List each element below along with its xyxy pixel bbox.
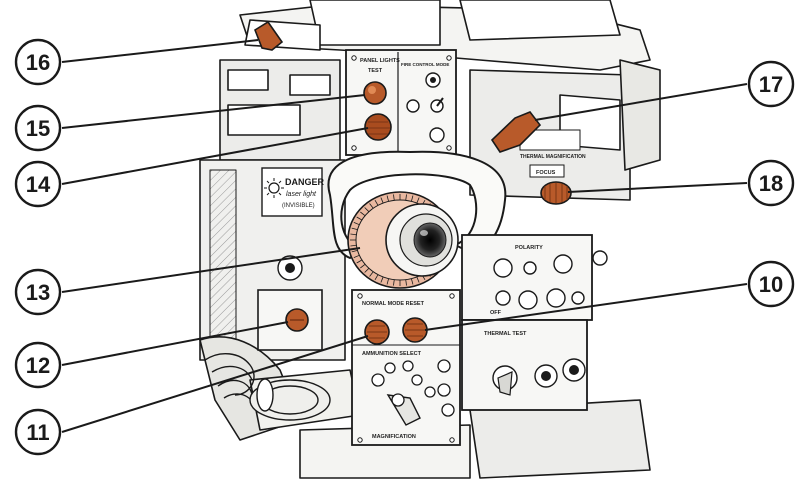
- background-machinery: [199, 0, 661, 479]
- ring-tick: [364, 268, 370, 273]
- panel-lights-panel: PANEL LIGHTS TEST FIRE CONTROL MODE: [345, 49, 457, 156]
- control-14-knob[interactable]: [364, 113, 392, 141]
- callout-14: 14: [14, 160, 62, 208]
- control-16-lever[interactable]: [254, 20, 284, 51]
- polarity-label: POLARITY: [515, 245, 543, 251]
- callout-17-label: 17: [759, 72, 783, 97]
- ring-tick: [411, 278, 414, 285]
- callout-13-label: 13: [26, 280, 50, 305]
- ring-tick: [386, 195, 389, 202]
- ring-tick: [380, 276, 384, 283]
- sight-eyepiece: [347, 191, 459, 289]
- danger-title: DANGER: [285, 177, 325, 187]
- ring-tick: [356, 216, 363, 221]
- fire-control-label: FIRE CONTROL MODE: [401, 62, 449, 67]
- magnification-label: MAGNIFICATION: [372, 434, 416, 440]
- panel-lights-label: PANEL LIGHTS: [360, 58, 400, 64]
- ring-tick: [360, 264, 366, 269]
- ring-tick: [350, 233, 357, 236]
- ring-tick: [393, 194, 395, 201]
- danger-line2: (INVISIBLE): [282, 203, 315, 209]
- danger-laser-label: DANGER laser light (INVISIBLE): [261, 167, 325, 217]
- ring-tick: [393, 279, 395, 286]
- callout-18: 18: [747, 159, 795, 207]
- ring-tick: [351, 227, 358, 231]
- off-label: OFF: [490, 310, 502, 316]
- callout-12: 12: [14, 341, 62, 389]
- ring-tick: [416, 197, 420, 204]
- callout-16: 16: [14, 38, 62, 86]
- callout-13: 13: [14, 268, 62, 316]
- callout-11: 11: [14, 408, 62, 456]
- thermal-control-panel: POLARITY THERMAL TEST OFF: [461, 234, 608, 411]
- thermal-magnification-label: THERMAL MAGNIFICATION: [520, 154, 586, 160]
- callout-15: 15: [14, 104, 62, 152]
- ring-tick: [411, 195, 414, 202]
- ring-tick: [360, 211, 366, 216]
- ring-tick: [350, 244, 357, 247]
- callout-15-label: 15: [26, 116, 50, 141]
- ring-tick: [364, 207, 370, 212]
- coiled-cable: [204, 353, 331, 421]
- thermal-test-label: THERMAL TEST: [484, 331, 527, 337]
- ring-tick: [356, 259, 363, 264]
- ring-tick: [405, 279, 407, 286]
- ring-tick: [374, 199, 379, 206]
- ring-tick: [369, 203, 374, 209]
- callout-17: 17: [747, 60, 795, 108]
- callout-18-label: 18: [759, 171, 783, 196]
- ring-tick: [369, 271, 374, 277]
- callout-11-label: 11: [26, 420, 49, 445]
- ring-tick: [405, 194, 407, 201]
- leader-lines: [61, 39, 748, 433]
- ring-tick: [386, 278, 389, 285]
- main-control-panel: NORMAL MODE RESET AMMUNITION SELECT MAGN…: [351, 289, 461, 446]
- ammunition-select-label: AMMUNITION SELECT: [362, 351, 422, 357]
- ring-tick: [380, 197, 384, 204]
- ring-tick: [353, 222, 360, 226]
- control-17-lever[interactable]: [490, 111, 542, 153]
- control-15-knob[interactable]: [363, 81, 387, 105]
- callout-10: 10: [747, 260, 795, 308]
- callout-10-label: 10: [759, 272, 783, 297]
- ring-tick: [374, 274, 379, 281]
- thermal-magnification-panel: THERMAL MAGNIFICATION FOCUS: [519, 129, 586, 178]
- callout-12-label: 12: [26, 353, 50, 378]
- focus-label: FOCUS: [536, 170, 556, 176]
- ring-tick: [416, 276, 420, 283]
- test-label: TEST: [368, 68, 383, 74]
- callout-16-label: 16: [26, 50, 50, 75]
- danger-line1: laser light: [286, 191, 317, 198]
- ring-tick: [351, 249, 358, 253]
- callout-14-label: 14: [26, 172, 51, 197]
- ring-tick: [353, 254, 360, 258]
- normal-mode-reset-label: NORMAL MODE RESET: [362, 301, 425, 307]
